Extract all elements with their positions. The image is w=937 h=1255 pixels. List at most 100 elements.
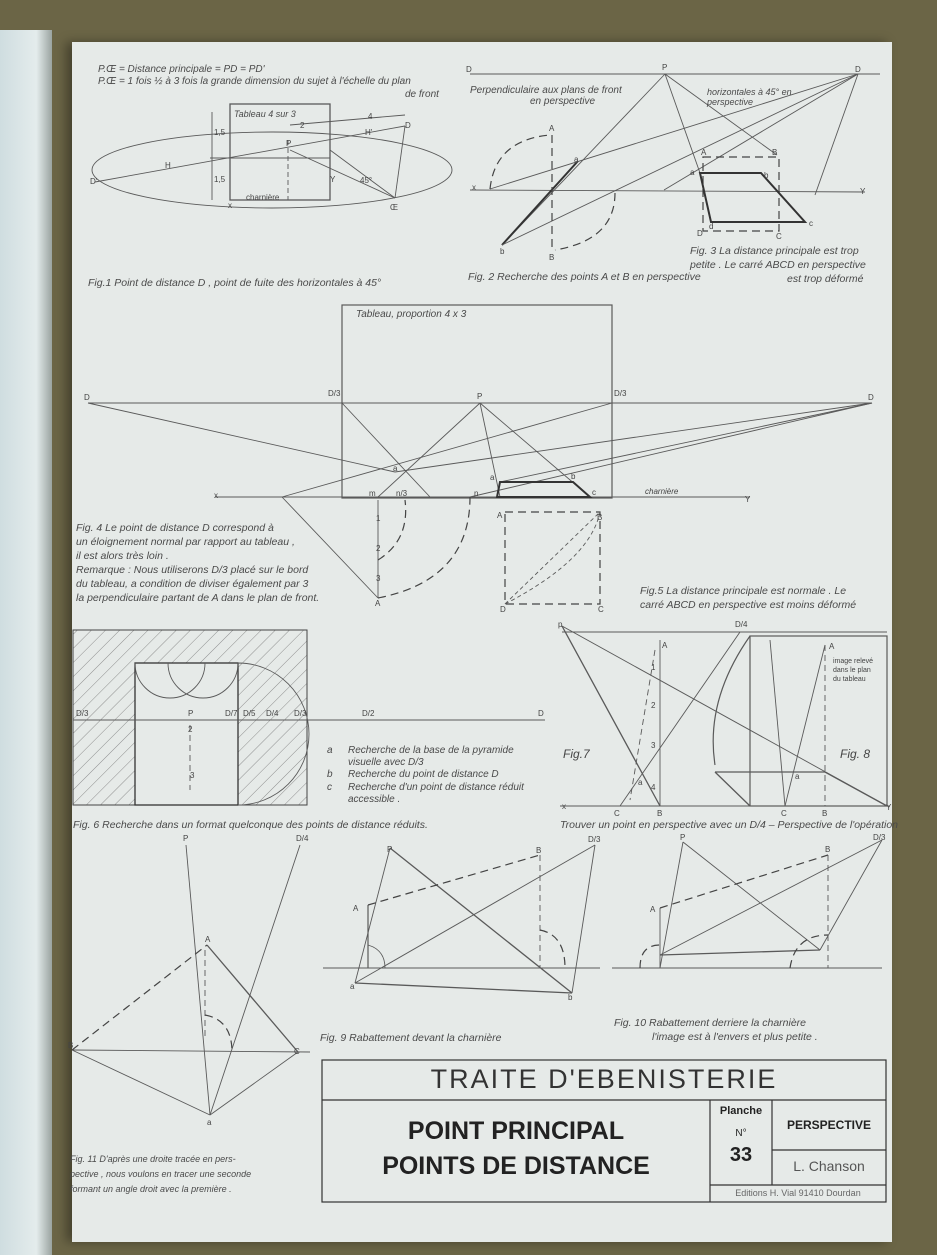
- label: D/3: [588, 835, 601, 844]
- fig4-caption-line2: un éloignement normal par rapport au tab…: [76, 536, 295, 548]
- fig1-caption: Fig.1 Point de distance D , point de fui…: [88, 277, 382, 289]
- label: A: [375, 599, 381, 608]
- label: D': [90, 177, 98, 186]
- legend-key: a: [327, 745, 333, 756]
- label: dans le plan: [833, 667, 871, 674]
- label: D/7: [225, 709, 238, 718]
- label: D/5: [243, 709, 256, 718]
- title-block-frame: [321, 1059, 887, 1203]
- label: P: [662, 63, 667, 72]
- fig5-caption-line2: carré ABCD en perspective est moins défo…: [640, 599, 857, 611]
- label: x: [472, 183, 476, 192]
- fig11-caption-line1: Fig. 11 D'après une droite tracée en per…: [70, 1154, 236, 1164]
- label: A: [650, 905, 656, 914]
- label: B: [657, 809, 662, 818]
- label: A: [353, 904, 359, 913]
- label: A: [205, 935, 211, 944]
- legend-text: Recherche d'un point de distance réduit: [348, 782, 524, 793]
- label: a: [795, 772, 800, 781]
- label: n/3: [396, 489, 408, 498]
- label: C: [781, 809, 787, 818]
- label: 2: [376, 544, 381, 553]
- fig2-note-line1: Perpendiculaire aux plans de front: [470, 85, 622, 96]
- label: 1,5: [214, 175, 226, 184]
- label: a: [393, 464, 398, 473]
- label: D/3: [614, 389, 627, 398]
- label: Fig. 8: [840, 747, 870, 761]
- label: A: [549, 124, 555, 133]
- label: A: [701, 148, 707, 157]
- fig10-caption-line2: l'image est à l'envers et plus petite .: [652, 1031, 818, 1043]
- label: A: [829, 642, 835, 651]
- label: D: [855, 65, 861, 74]
- planche-label: Planche: [719, 1105, 763, 1117]
- label: charnière: [645, 487, 679, 496]
- legend-text: visuelle avec D/3: [348, 757, 424, 768]
- fig4-caption-line1: Fig. 4 Le point de distance D correspond…: [76, 522, 274, 534]
- label: x: [228, 201, 232, 210]
- label: H: [165, 161, 171, 170]
- label: D: [868, 393, 874, 402]
- label: m: [369, 489, 376, 498]
- plate-title-line2: POINTS DE DISTANCE: [382, 1152, 650, 1180]
- fig1-note-line2: P.Œ = 1 fois ½ à 3 fois la grande dimens…: [98, 76, 411, 87]
- label: 3: [190, 771, 195, 780]
- label: D: [538, 709, 544, 718]
- label: Y: [330, 175, 336, 184]
- label: a: [574, 155, 579, 164]
- label: D/4: [296, 834, 309, 843]
- fig3-note-line2: perspective: [707, 97, 754, 107]
- label: D/4: [735, 620, 748, 629]
- label: 3: [376, 574, 381, 583]
- label: 2: [300, 121, 305, 130]
- fig2-note-line2: en perspective: [530, 96, 596, 107]
- fig2-caption: Fig. 2 Recherche des points A et B en pe…: [468, 271, 701, 283]
- label: du tableau: [833, 676, 866, 683]
- fig2-fig3-drawing: D P D A B a b x A B C D a b c d Y: [466, 63, 880, 262]
- fig9-drawing: P B D/3 A a b: [323, 835, 601, 1002]
- label: H': [365, 128, 373, 137]
- fig7-8-caption: Trouver un point en perspective avec un …: [560, 819, 899, 831]
- label: charnière: [246, 193, 280, 202]
- label: c: [592, 488, 596, 497]
- label: D/2: [362, 709, 375, 718]
- series-title: TRAITE D'EBENISTERIE: [430, 1064, 778, 1094]
- label: D: [466, 65, 472, 74]
- fig1-note-line3: de front: [405, 89, 439, 100]
- label: a: [638, 778, 643, 787]
- previous-page-edge: [0, 30, 52, 1255]
- label: c: [809, 219, 813, 228]
- label: a: [350, 982, 355, 991]
- label: B: [68, 1041, 73, 1050]
- label: A: [497, 511, 503, 520]
- label: D/3: [76, 709, 89, 718]
- fig6-caption: Fig. 6 Recherche dans un format quelconq…: [73, 819, 428, 831]
- number-label: N°: [735, 1128, 747, 1139]
- label: 3: [651, 741, 656, 750]
- label: C: [294, 1047, 300, 1056]
- label: D: [500, 605, 506, 614]
- label: D: [697, 229, 703, 238]
- label: P: [183, 834, 188, 843]
- fig10-drawing: P B D/3 A: [612, 833, 886, 969]
- fig4-caption-line6: la perpendiculaire partant de A dans le …: [76, 592, 320, 604]
- label: D/3: [294, 709, 307, 718]
- label: n: [474, 489, 478, 498]
- fig7-fig8-drawing: p D/4 A A 1 2 3 4 a a C B C B x Y image …: [558, 620, 892, 818]
- label: b: [568, 993, 573, 1002]
- label: B: [536, 846, 541, 855]
- label: D/4: [266, 709, 279, 718]
- legend-text: Recherche de la base de la pyramide: [348, 745, 514, 756]
- label: P: [387, 845, 392, 854]
- label: d: [709, 222, 713, 231]
- legend-key: c: [327, 782, 332, 793]
- plate-title-line1: POINT PRINCIPAL: [407, 1117, 625, 1145]
- fig1-drawing: 1,5 1,5 2 4 H H' P D D' Y Œ x charnière …: [90, 103, 453, 212]
- label: P: [286, 139, 291, 148]
- label: b: [571, 472, 576, 481]
- author: L. Chanson: [793, 1158, 865, 1174]
- fig1-tableau-label: Tableau 4 sur 3: [234, 109, 296, 119]
- label: image relevé: [833, 658, 873, 665]
- label: A: [662, 641, 668, 650]
